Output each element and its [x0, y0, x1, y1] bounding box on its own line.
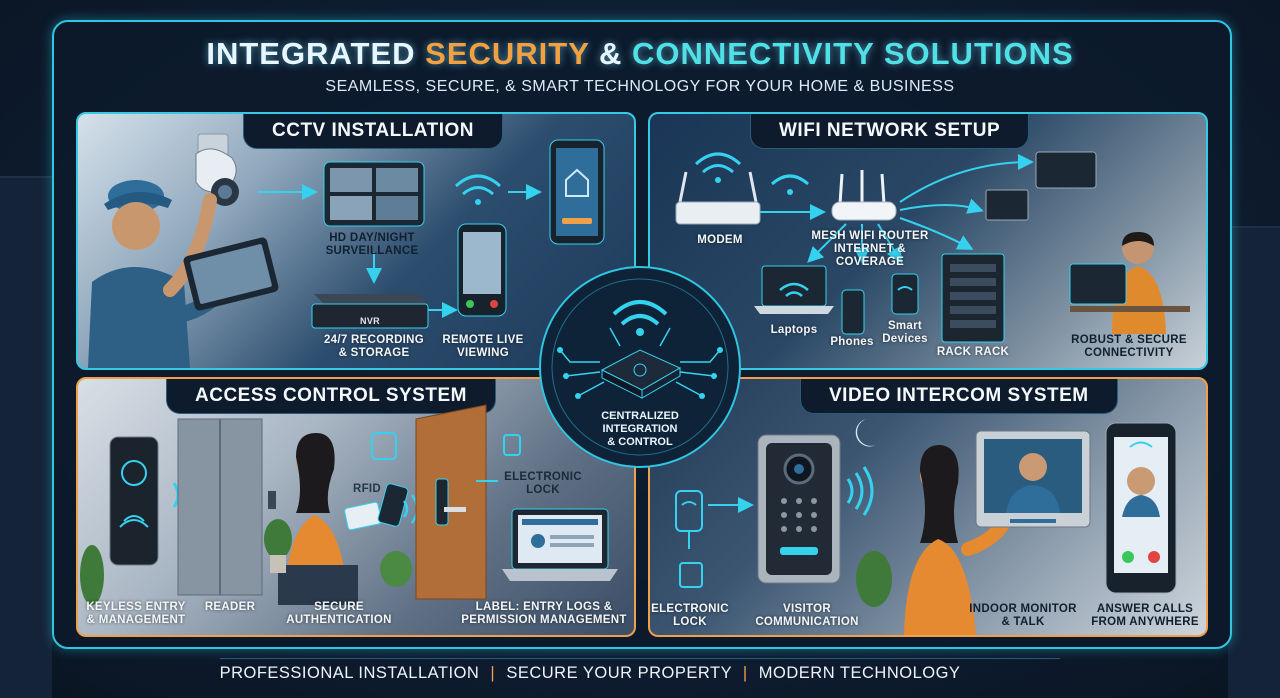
footer-separator: |: [742, 664, 748, 682]
recording-label-line1: 24/7 RECORDING: [323, 334, 425, 346]
cctv-flow-diagram: [258, 139, 605, 329]
remote-viewing-label-line1: REMOTE LIVE: [442, 334, 524, 346]
electronic-lock-label-line1: ELECTRONIC: [504, 471, 582, 483]
recording-label: 24/7 RECORDING& STORAGE: [304, 334, 444, 360]
answer-calls-label-line2: FROM ANYWHERE: [1091, 616, 1199, 628]
hub-label-line3: & CONTROL: [607, 436, 673, 448]
keyless-entry-label-line2: & MANAGEMENT: [86, 614, 186, 626]
electronic-lock-label-line2: LOCK: [526, 484, 560, 496]
secure-authentication-label-line2: AUTHENTICATION: [286, 614, 392, 626]
access-panel: ACCESS CONTROL SYSTEM: [76, 377, 636, 637]
central-hub-label: CENTRALIZED INTEGRATION & CONTROL: [570, 410, 710, 449]
modem-label: MODEM: [697, 234, 743, 246]
intercom-panel: VIDEO INTERCOM SYSTEM: [648, 377, 1208, 637]
intercom-electronic-lock-label-line1: ELECTRONIC: [651, 603, 729, 615]
title-word-connectivity: CONNECTIVITY SOLUTIONS: [631, 36, 1074, 71]
title-word-integrated: INTEGRATED: [206, 36, 416, 71]
smart-devices-label-line2: Devices: [882, 333, 928, 345]
indoor-monitor-label: INDOOR MONITOR& TALK: [960, 603, 1086, 629]
hd-surveillance-label-line1: HD DAY/NIGHT: [329, 232, 415, 244]
hub-label-line2: INTEGRATION: [602, 423, 678, 435]
secure-authentication-label-line1: SECURE: [314, 601, 364, 613]
indoor-monitor-label-line2: & TALK: [1001, 616, 1045, 628]
intercom-electronic-lock-label-line2: LOCK: [673, 616, 707, 628]
entry-logs-label-line2: PERMISSION MANAGEMENT: [461, 614, 627, 626]
page-subtitle: SEAMLESS, SECURE, & SMART TECHNOLOGY FOR…: [325, 78, 955, 95]
mesh-router-label-line1: MESH WIFI ROUTER: [811, 230, 929, 242]
recording-label-line2: & STORAGE: [338, 347, 410, 359]
nvr-label: NVR: [360, 316, 380, 326]
robust-connectivity-label-line2: CONNECTIVITY: [1084, 347, 1174, 359]
footer-separator: |: [490, 664, 496, 682]
reader-label: READER: [204, 601, 256, 613]
access-illustration: [80, 404, 618, 605]
entry-logs-label: LABEL: ENTRY LOGS &PERMISSION MANAGEMENT: [456, 601, 632, 627]
laptops-label: Laptops: [770, 324, 818, 336]
answer-calls-label-line1: ANSWER CALLS: [1096, 603, 1194, 615]
visitor-communication-label-line2: COMMUNICATION: [755, 616, 859, 628]
title-ampersand: &: [598, 36, 623, 71]
title-word-security: SECURITY: [425, 36, 590, 71]
footer-tagline: PROFESSIONAL INSTALLATION | SECURE YOUR …: [0, 664, 1180, 683]
rfid-label: RFID: [352, 483, 382, 495]
footer-item-secure: SECURE YOUR PROPERTY: [506, 664, 732, 682]
rack-label: RACK RACK: [936, 346, 1010, 358]
wifi-panel-title: WIFI NETWORK SETUP: [750, 114, 1030, 149]
footer-item-technology: MODERN TECHNOLOGY: [758, 664, 961, 682]
hd-surveillance-label-line2: SURVEILLANCE: [325, 245, 419, 257]
wifi-panel: WIFI NETWORK SETUP: [648, 112, 1208, 370]
keyless-entry-label: KEYLESS ENTRY& MANAGEMENT: [78, 601, 194, 627]
visitor-communication-label-line1: VISITOR: [783, 603, 831, 615]
intercom-illustration: [675, 419, 1177, 635]
robust-connectivity-label-line1: ROBUST & SECURE: [1071, 334, 1187, 346]
technician-illustration: [88, 133, 279, 368]
page-title: INTEGRATED SECURITY & CONNECTIVITY SOLUT…: [0, 36, 1280, 72]
building-left: [0, 176, 52, 698]
smart-devices-label-line1: Smart: [887, 320, 923, 332]
entry-logs-label-line1: LABEL: ENTRY LOGS &: [475, 601, 613, 613]
intercom-panel-title: VIDEO INTERCOM SYSTEM: [800, 379, 1118, 414]
remote-viewing-label-line2: VIEWING: [457, 347, 509, 359]
cctv-panel-title: CCTV INSTALLATION: [243, 114, 503, 149]
building-right: [1228, 226, 1280, 698]
phones-label: Phones: [830, 336, 874, 348]
central-hub-graphic: [539, 266, 741, 468]
keyless-entry-label-line1: KEYLESS ENTRY: [86, 601, 186, 613]
mesh-router-label-line2: INTERNET & COVERAGE: [834, 243, 906, 268]
footer-item-installation: PROFESSIONAL INSTALLATION: [219, 664, 480, 682]
access-panel-title: ACCESS CONTROL SYSTEM: [166, 379, 496, 414]
hub-label-line1: CENTRALIZED: [601, 410, 679, 422]
wifi-flow-diagram: [675, 151, 1190, 343]
footer-divider: [220, 658, 1060, 659]
cctv-panel: CCTV INSTALLATION: [76, 112, 636, 370]
indoor-monitor-label-line1: INDOOR MONITOR: [969, 603, 1077, 615]
